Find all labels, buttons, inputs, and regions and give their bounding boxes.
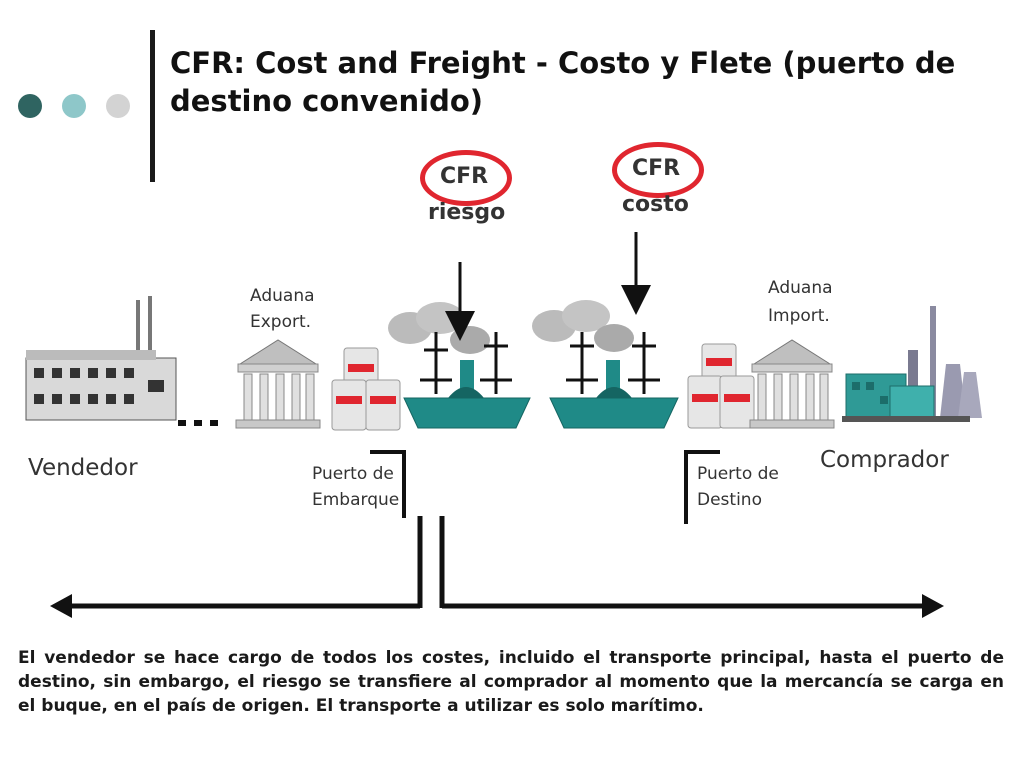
puerto-embarque-line2: Embarque [312, 490, 400, 510]
embarque-bracket [370, 450, 406, 518]
aduana-import-line2: Import. [768, 306, 830, 326]
decor-dot-grey [106, 94, 130, 118]
cfr-risk-sub: riesgo [428, 200, 506, 225]
cargo-container-icon [331, 347, 401, 431]
comprador-label: Comprador [820, 447, 949, 473]
description-paragraph: El vendedor se hace cargo de todos los c… [18, 648, 1004, 716]
aduana-export-line2: Export. [250, 312, 312, 332]
title-divider [150, 30, 155, 182]
cfr-risk-ring [420, 150, 512, 206]
puerto-embarque-line1: Puerto de [312, 464, 394, 484]
decor-dot-light [62, 94, 86, 118]
cfr-cost-label: CFR [632, 156, 681, 181]
cfr-cost-ring [612, 142, 704, 198]
aduana-import-line1: Aduana [768, 278, 833, 298]
puerto-destino-line1: Puerto de [697, 464, 779, 484]
decor-dot-dark [18, 94, 42, 118]
page-title: CFR: Cost and Freight - Costo y Flete (p… [170, 46, 956, 118]
puerto-destino-line2: Destino [697, 490, 762, 510]
destino-bracket [684, 450, 720, 524]
cargo-container-icon [687, 343, 755, 429]
cfr-cost-sub: costo [622, 192, 689, 217]
customs-building-icon [235, 339, 321, 429]
factory-icon [25, 296, 177, 421]
steamship-icon [532, 300, 679, 429]
vendedor-label: Vendedor [28, 455, 138, 481]
steamship-icon [388, 302, 531, 429]
aduana-export-line1: Aduana [250, 286, 315, 306]
industrial-plant-icon [842, 306, 982, 422]
customs-building-icon [749, 339, 835, 429]
cfr-risk-label: CFR [440, 164, 489, 189]
dash-connector [178, 420, 218, 426]
